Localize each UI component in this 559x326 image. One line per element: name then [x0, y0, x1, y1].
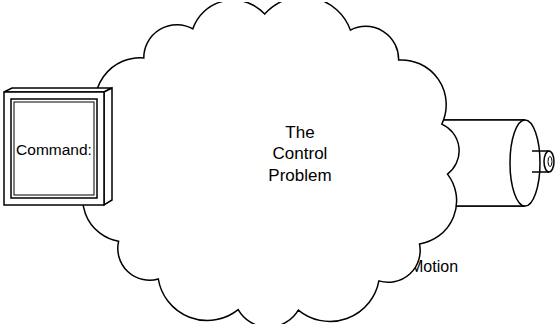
screen-text: Command:	[16, 140, 92, 159]
cloud-text: The Control Problem	[260, 122, 340, 186]
monitor-box: Command:	[2, 86, 114, 208]
cloud-shape: The Control Problem	[80, 2, 460, 324]
cloud-shape-outline	[80, 2, 460, 324]
